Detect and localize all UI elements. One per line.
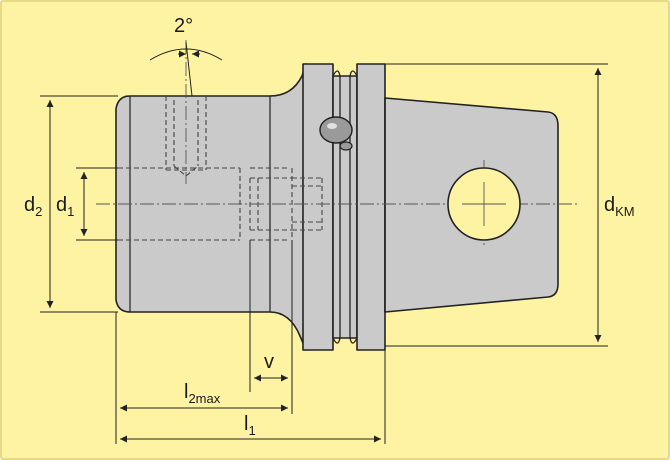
d1-label: d1: [56, 194, 74, 219]
d2-label: d2: [24, 194, 42, 219]
l1-dimension: [120, 346, 386, 444]
hidden-lines: [118, 96, 323, 241]
l1-label: l1: [244, 413, 256, 438]
dkm-label: dKM: [604, 194, 635, 219]
flange-groove: [332, 75, 358, 339]
v-dimension: [249, 240, 293, 414]
l2max-label: l2max: [184, 381, 221, 406]
flange-left: [302, 63, 334, 351]
cross-hole: [447, 167, 521, 241]
l2max-dimension: [115, 312, 288, 444]
shank: [115, 63, 307, 351]
flange-right: [356, 63, 386, 351]
v-label: v: [264, 351, 274, 373]
angle-marker: [149, 41, 223, 97]
dkm-dimension: [385, 63, 608, 347]
d1-dimension: [76, 167, 118, 241]
angle-label: 2°: [174, 15, 193, 37]
d2-dimension: [40, 95, 118, 313]
clamping-ball: [319, 116, 353, 151]
